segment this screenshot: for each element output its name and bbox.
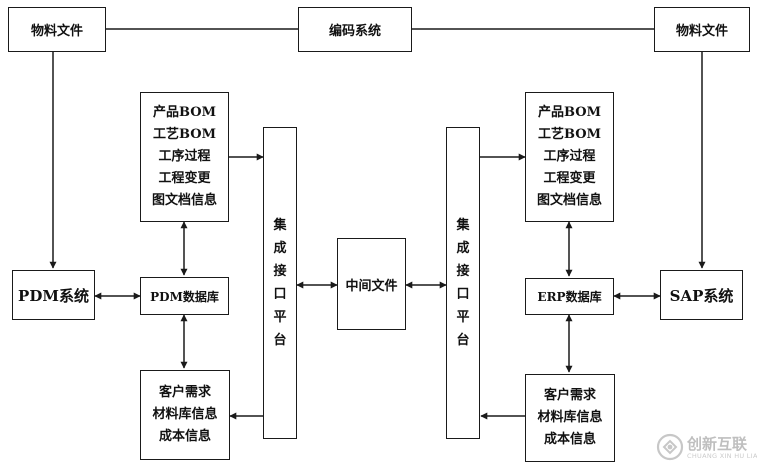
right-platform-char: 成: [456, 241, 470, 256]
watermark-text: 创新互联: [687, 435, 748, 453]
left-info-top-box: 产品BOM 工艺BOM 工序过程 工程变更 图文档信息: [140, 92, 229, 222]
right-platform-char: 集: [456, 218, 470, 233]
left-info-top-line: 产品BOM: [153, 105, 216, 120]
left-platform-char: 成: [273, 241, 287, 256]
left-info-bottom-box: 客户需求 材料库信息 成本信息: [140, 370, 230, 460]
right-info-top-line: 工序过程: [543, 149, 596, 164]
erp-database-label: ERP数据库: [537, 290, 602, 304]
left-info-top-line: 工序过程: [158, 149, 211, 164]
right-platform-char: 平: [456, 310, 470, 325]
right-info-top-line: 产品BOM: [538, 105, 601, 120]
pdm-database-label: PDM数据库: [150, 289, 219, 304]
left-platform-char: 台: [273, 333, 287, 348]
pdm-system-label: PDM系统: [18, 286, 89, 305]
coding-system-label: 编码系统: [328, 24, 381, 39]
sap-system-box: SAP系统: [660, 270, 743, 320]
left-info-top-line: 图文档信息: [151, 193, 217, 208]
material-file-right-box: 物料文件: [654, 7, 750, 52]
watermark-logo: 创新互联 CHUANG XIN HU LIAN: [655, 428, 757, 466]
left-info-bottom-line: 材料库信息: [152, 407, 218, 422]
watermark-subtext: CHUANG XIN HU LIAN: [687, 452, 757, 460]
left-info-top-line: 工艺BOM: [153, 127, 216, 142]
right-integration-platform-box: 集 成 接 口 平 台: [446, 127, 480, 439]
left-info-bottom-line: 客户需求: [158, 385, 211, 400]
pdm-database-box: PDM数据库: [140, 277, 229, 315]
erp-database-box: ERP数据库: [525, 278, 614, 315]
right-info-top-line: 工艺BOM: [538, 127, 601, 142]
material-file-left-label: 物料文件: [30, 24, 83, 39]
right-info-top-line: 工程变更: [543, 171, 596, 186]
pdm-system-box: PDM系统: [12, 270, 95, 320]
right-info-bottom-line: 成本信息: [543, 432, 596, 447]
left-platform-char: 口: [273, 287, 287, 302]
left-platform-char: 集: [273, 218, 287, 233]
left-platform-char: 平: [273, 310, 287, 325]
left-info-top-line: 工程变更: [158, 171, 211, 186]
right-platform-char: 口: [456, 287, 470, 302]
right-info-bottom-line: 材料库信息: [537, 410, 603, 425]
material-file-right-label: 物料文件: [675, 24, 728, 39]
sap-system-label: SAP系统: [669, 286, 734, 305]
left-platform-char: 接: [273, 264, 287, 279]
middle-file-label: 中间文件: [345, 278, 398, 294]
left-integration-platform-box: 集 成 接 口 平 台: [263, 127, 297, 439]
coding-system-box: 编码系统: [298, 7, 412, 52]
right-info-top-line: 图文档信息: [536, 193, 602, 208]
left-info-bottom-line: 成本信息: [158, 429, 211, 444]
material-file-left-box: 物料文件: [8, 7, 106, 52]
watermark-logo-icon: [656, 433, 684, 461]
right-info-bottom-box: 客户需求 材料库信息 成本信息: [525, 374, 615, 462]
right-platform-char: 台: [456, 333, 470, 348]
right-info-top-box: 产品BOM 工艺BOM 工序过程 工程变更 图文档信息: [525, 92, 614, 222]
right-platform-char: 接: [456, 264, 470, 279]
right-info-bottom-line: 客户需求: [543, 388, 596, 403]
middle-file-box: 中间文件: [337, 238, 406, 330]
